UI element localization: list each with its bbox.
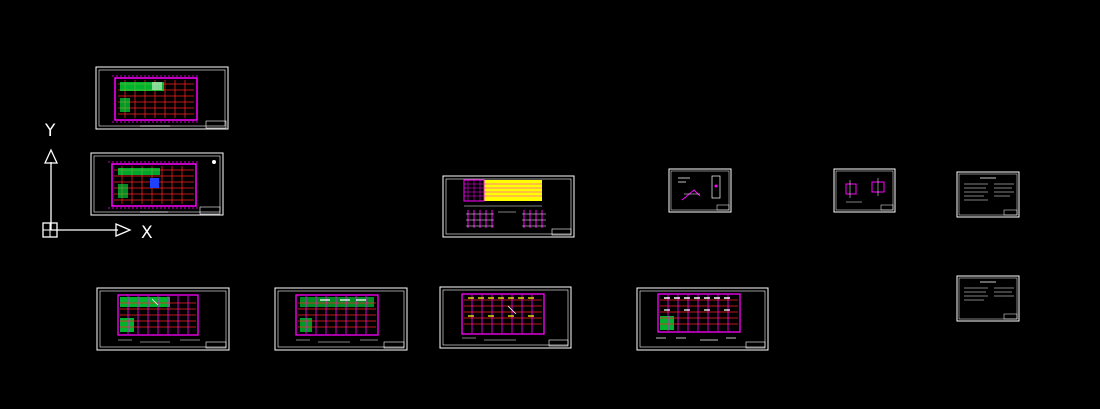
sheet-structural-plan-1[interactable] xyxy=(96,287,230,351)
sheet-detail-2[interactable] xyxy=(833,168,896,213)
schedule-table-drawing xyxy=(463,179,546,228)
sheet-structural-plan-4[interactable] xyxy=(636,287,769,351)
sheet-notes-2[interactable] xyxy=(956,275,1020,322)
structural-plan-drawing xyxy=(117,294,199,336)
ucs-axis-icon xyxy=(42,148,132,238)
structural-plan-drawing xyxy=(461,293,545,335)
sheet-floor-plan-1[interactable] xyxy=(95,66,229,130)
y-axis-label: Y xyxy=(44,121,56,141)
detail-drawing xyxy=(678,175,721,201)
sheet-detail-1[interactable] xyxy=(668,168,732,213)
sheet-schedule[interactable] xyxy=(442,175,575,238)
floor-plan-drawing xyxy=(108,161,200,209)
detail-drawing xyxy=(845,178,885,203)
sheet-floor-plan-2[interactable] xyxy=(90,152,224,216)
sheet-structural-plan-3[interactable] xyxy=(439,286,572,349)
structural-plan-drawing xyxy=(295,294,379,336)
x-axis-label: X xyxy=(141,223,153,243)
floor-plan-drawing xyxy=(112,75,200,123)
notes-drawing xyxy=(964,177,1014,201)
notes-drawing xyxy=(964,281,1014,301)
structural-plan-drawing xyxy=(656,293,741,341)
sheet-structural-plan-2[interactable] xyxy=(274,287,408,351)
sheet-notes-1[interactable] xyxy=(956,171,1020,218)
